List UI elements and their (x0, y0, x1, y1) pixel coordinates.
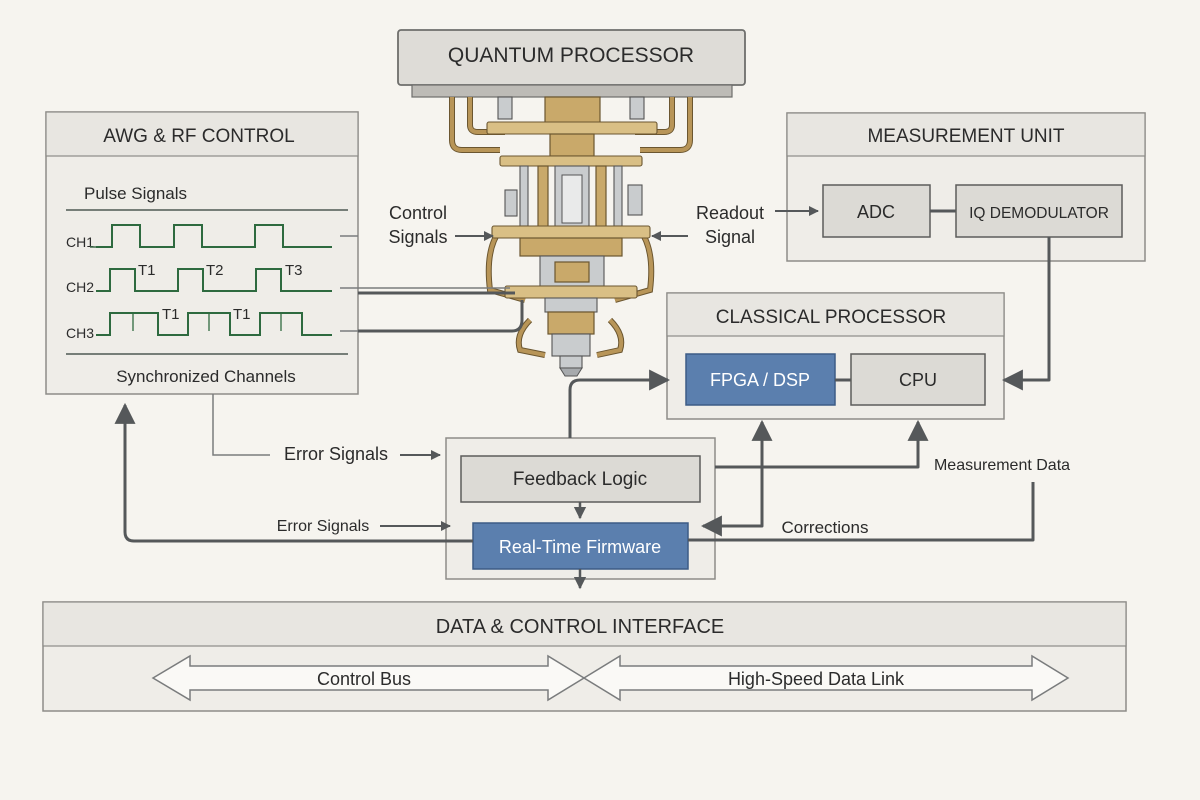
realtime-firmware-box (472, 522, 689, 570)
channel-label-ch2: CH2 (66, 279, 94, 295)
feedback-logic-box (460, 455, 701, 503)
interface-title: DATA & CONTROL INTERFACE (436, 616, 725, 638)
ch3-marker-t1a: T1 (162, 306, 180, 323)
control-signals-label-1: Control (389, 203, 447, 223)
ch2-marker-t2: T2 (206, 262, 224, 279)
readout-signal-label-1: Readout (696, 203, 764, 223)
ch2-marker-t1: T1 (138, 262, 156, 279)
awg-rf-control-panel: AWG & RF CONTROL Pulse Signals CH1 CH2 C… (45, 111, 359, 395)
channel-label-ch1: CH1 (66, 234, 94, 250)
measurement-unit-panel: MEASUREMENT UNIT ADC IQ DEMODULATOR (786, 112, 1146, 262)
cpu-box (850, 353, 986, 406)
quantum-processor-title: QUANTUM PROCESSOR (448, 44, 694, 67)
awg-panel-title: AWG & RF CONTROL (103, 126, 294, 147)
corrections-label: Corrections (782, 518, 869, 537)
measurement-unit-title: MEASUREMENT UNIT (867, 126, 1064, 147)
quantum-processor-illustration: QUANTUM PROCESSOR (397, 29, 746, 377)
control-bus-label: Control Bus (317, 669, 411, 689)
pulse-signals-label: Pulse Signals (84, 184, 187, 203)
control-signals-label-2: Signals (388, 227, 447, 247)
realtime-firmware-label: Real-Time Firmware (499, 537, 661, 557)
feedback-panel: Feedback Logic Real-Time Firmware (445, 437, 716, 580)
readout-signal-label-2: Signal (705, 227, 755, 247)
iq-demodulator-label: IQ DEMODULATOR (969, 205, 1109, 222)
channel-label-ch3: CH3 (66, 325, 94, 341)
data-control-interface-panel: DATA & CONTROL INTERFACE Control Bus Hig… (42, 601, 1127, 712)
synchronized-channels-label: Synchronized Channels (116, 367, 296, 386)
ch2-waveform (96, 268, 332, 292)
high-speed-data-link-arrow (582, 654, 1070, 702)
iq-demodulator-box (955, 184, 1123, 238)
fpga-dsp-label: FPGA / DSP (710, 370, 810, 390)
ch1-waveform (96, 224, 332, 248)
feedback-logic-label: Feedback Logic (513, 469, 647, 490)
error-signals-label-upper: Error Signals (284, 444, 388, 464)
high-speed-data-link-label: High-Speed Data Link (728, 669, 905, 689)
classical-processor-panel: CLASSICAL PROCESSOR FPGA / DSP CPU (666, 292, 1005, 420)
ch3-marker-t1b: T1 (233, 306, 251, 323)
classical-processor-title: CLASSICAL PROCESSOR (716, 307, 947, 328)
error-signals-label-lower: Error Signals (277, 518, 369, 535)
adc-box (822, 184, 931, 238)
connections (114, 206, 1051, 590)
measurement-data-label: Measurement Data (934, 457, 1070, 474)
adc-label: ADC (857, 202, 895, 222)
ch2-marker-t3: T3 (285, 262, 303, 279)
cpu-label: CPU (899, 370, 937, 390)
